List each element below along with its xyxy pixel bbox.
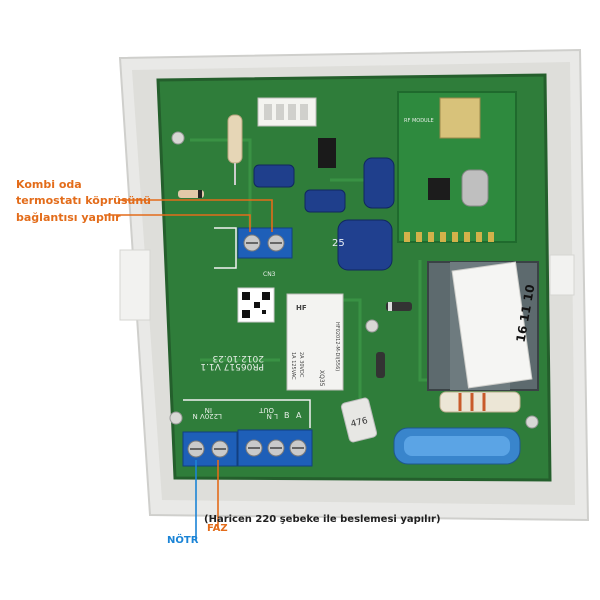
- transformer-sticker: [451, 261, 533, 389]
- qr-code: [242, 292, 270, 318]
- case-right-clip: [549, 254, 575, 296]
- power-resistor: [439, 391, 521, 413]
- rf-crystal: [461, 169, 489, 207]
- fuse-glass: [404, 436, 510, 456]
- rf-crystal-pad: [439, 97, 481, 139]
- annotation-lines: [104, 199, 273, 540]
- jumper-pins: [318, 138, 336, 168]
- electrolytic-capacitors: [253, 157, 395, 271]
- term-b-label: B: [284, 411, 290, 420]
- cn3-label: CN3: [263, 271, 276, 278]
- relay-code: XQ35: [318, 370, 325, 387]
- screw-slots: [190, 447, 304, 450]
- relay-rating-2: 1A 125VAC: [290, 352, 296, 380]
- kombi-label-line3: bağlantısı yapılır: [16, 211, 121, 224]
- pcb-date-label: 2012.10.23: [212, 353, 264, 363]
- pcb-version-label: PR06517 V1.1: [200, 361, 264, 371]
- rf-module-label: RF MODULE: [404, 118, 434, 124]
- kombi-line-a: [104, 214, 251, 232]
- relay-rating-1: 2A 30VDC: [298, 352, 304, 378]
- term-in-label: IN: [205, 406, 212, 414]
- kombi-label-line2: termostatı köprüsünü: [16, 194, 151, 207]
- cap-value-label: 25: [332, 238, 345, 249]
- relay: [286, 293, 344, 391]
- pcb-edge: [156, 73, 552, 482]
- connector-pins: [264, 104, 308, 120]
- rf-chip: [428, 178, 450, 200]
- kombi-label-line1: Kombi oda: [16, 178, 82, 191]
- term-ln-label: L N: [267, 412, 278, 420]
- mounting-screws: [169, 131, 539, 429]
- term-out-label: OUT: [258, 406, 274, 414]
- term-l220-label: L220V N: [192, 412, 222, 420]
- component-sticker: [340, 397, 378, 443]
- resistor-vertical: [227, 114, 243, 164]
- relay-model: HF02012-M-DI(556): [334, 322, 340, 371]
- rf-module-pins: [404, 232, 494, 242]
- kombi-line-b: [120, 199, 273, 232]
- case-left-clip: [119, 249, 151, 321]
- diodes: [178, 190, 412, 378]
- notr-label: NÖTR: [167, 535, 199, 546]
- relay-brand: HF: [296, 304, 307, 312]
- faz-label: FAZ: [207, 523, 228, 534]
- haricen-label: (Haricen 220 şebeke ile beslemesi yapılı…: [204, 514, 441, 525]
- component-sticker-text: 476: [350, 416, 369, 430]
- resistor-bands: [458, 393, 486, 411]
- term-a-label: A: [296, 411, 302, 420]
